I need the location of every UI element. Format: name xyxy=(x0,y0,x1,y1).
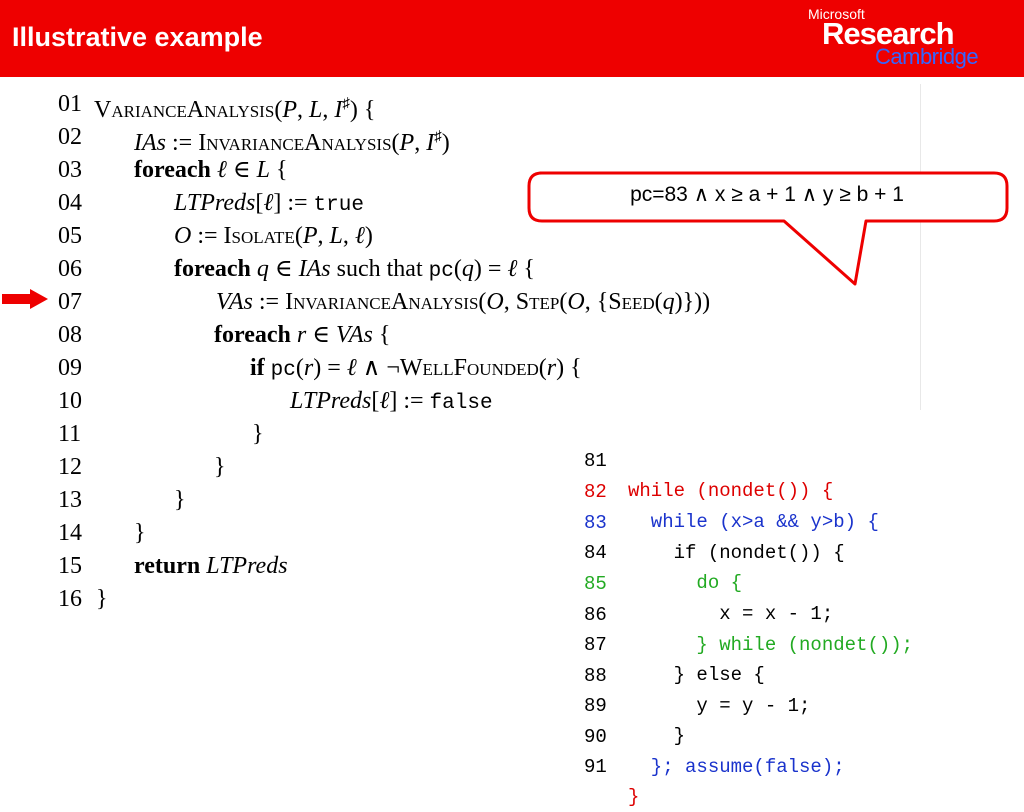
line-number: 87 xyxy=(584,634,607,656)
line-number: 12 xyxy=(58,454,82,480)
pseudocode-text: } xyxy=(214,454,226,480)
line-number: 85 xyxy=(584,573,607,595)
line-number: 90 xyxy=(584,726,607,748)
line-number: 03 xyxy=(58,157,82,183)
logo-research-text: Research xyxy=(822,16,955,51)
code-text: if (nondet()) { xyxy=(628,542,845,564)
code-line-90: 90 }; assume(false); xyxy=(584,692,845,778)
code-text: while (x>a && y>b) { xyxy=(628,511,879,533)
line-number: 05 xyxy=(58,223,82,249)
line-number: 09 xyxy=(58,355,82,381)
pseudocode-text: O := Isolate(P, L, ℓ) xyxy=(174,223,373,249)
code-line-83: 83 if (nondet()) { xyxy=(584,478,845,564)
line-number: 02 xyxy=(58,124,82,150)
code-text: do { xyxy=(628,572,743,594)
code-line-88: 88 y = y - 1; xyxy=(584,631,810,717)
pseudocode-text: VarianceAnalysis(P, L, I♯) { xyxy=(94,96,376,123)
code-line-89: 89 } xyxy=(584,661,685,747)
callout-text: pc=83 ∧ x ≥ a + 1 ∧ y ≥ b + 1 xyxy=(630,183,904,206)
code-text: while (nondet()) { xyxy=(628,480,834,502)
pseudocode-text: foreach r ∈ VAs { xyxy=(214,322,391,348)
line-number: 91 xyxy=(584,756,607,778)
code-line-82: 82 while (x>a && y>b) { xyxy=(584,447,879,533)
code-line-86: 86 } while (nondet()); xyxy=(584,570,913,656)
code-line-87: 87 } else { xyxy=(584,600,765,686)
code-text: x = x - 1; xyxy=(628,603,834,625)
code-text: }; assume(false); xyxy=(628,756,845,778)
line-number: 13 xyxy=(58,487,82,513)
code-text: } xyxy=(628,725,686,747)
line-number: 89 xyxy=(584,695,607,717)
line-number: 16 xyxy=(58,586,82,612)
pseudocode-text: } xyxy=(252,421,264,447)
line-number: 83 xyxy=(584,512,607,534)
callout-bubble xyxy=(527,171,1009,286)
code-text: } else { xyxy=(628,664,765,686)
slide-header: Illustrative example Microsoft Research … xyxy=(0,0,1024,77)
line-number: 81 xyxy=(584,450,607,472)
current-line-arrow-icon xyxy=(2,289,48,309)
code-line-91: 91 } xyxy=(584,722,639,808)
pseudocode-text: } xyxy=(96,586,108,612)
pseudocode-text: foreach q ∈ IAs such that pc(q) = ℓ { xyxy=(174,256,535,283)
pseudocode-text: VAs := InvarianceAnalysis(O, Step(O, {Se… xyxy=(216,289,711,315)
line-number: 10 xyxy=(58,388,82,414)
pseudocode-text: LTPreds[ℓ] := true xyxy=(174,190,364,217)
pseudocode-text: if pc(r) = ℓ ∧ ¬WellFounded(r) { xyxy=(250,355,582,382)
line-number: 04 xyxy=(58,190,82,216)
pseudocode-text: IAs := InvarianceAnalysis(P, I♯) xyxy=(134,129,450,156)
code-text: } while (nondet()); xyxy=(628,634,914,656)
pseudocode-text: } xyxy=(174,487,186,513)
code-text: y = y - 1; xyxy=(628,695,811,717)
code-line-81: 81 while (nondet()) { xyxy=(584,416,833,502)
line-number: 15 xyxy=(58,553,82,579)
code-line-85: 85 x = x - 1; xyxy=(584,539,833,625)
line-number: 11 xyxy=(58,421,82,447)
code-text: } xyxy=(628,786,640,808)
line-number: 08 xyxy=(58,322,82,348)
content-divider xyxy=(920,84,921,410)
code-line-84: 84 do { xyxy=(584,508,742,594)
pseudocode-text: } xyxy=(134,520,146,546)
pseudocode-text: LTPreds[ℓ] := false xyxy=(290,388,493,415)
line-number: 88 xyxy=(584,665,607,687)
line-number: 14 xyxy=(58,520,82,546)
logo-cambridge-text: Cambridge xyxy=(875,44,979,69)
pseudocode-text: return LTPreds xyxy=(134,553,288,579)
line-number: 06 xyxy=(58,256,82,282)
pseudocode-text: foreach ℓ ∈ L { xyxy=(134,157,288,183)
line-number: 82 xyxy=(584,481,607,503)
logo-microsoft-text: Microsoft xyxy=(808,6,865,22)
line-number: 86 xyxy=(584,604,607,626)
line-number: 01 xyxy=(58,91,82,117)
line-number: 84 xyxy=(584,542,607,564)
slide-title: Illustrative example xyxy=(12,22,263,52)
line-number: 07 xyxy=(58,289,82,315)
